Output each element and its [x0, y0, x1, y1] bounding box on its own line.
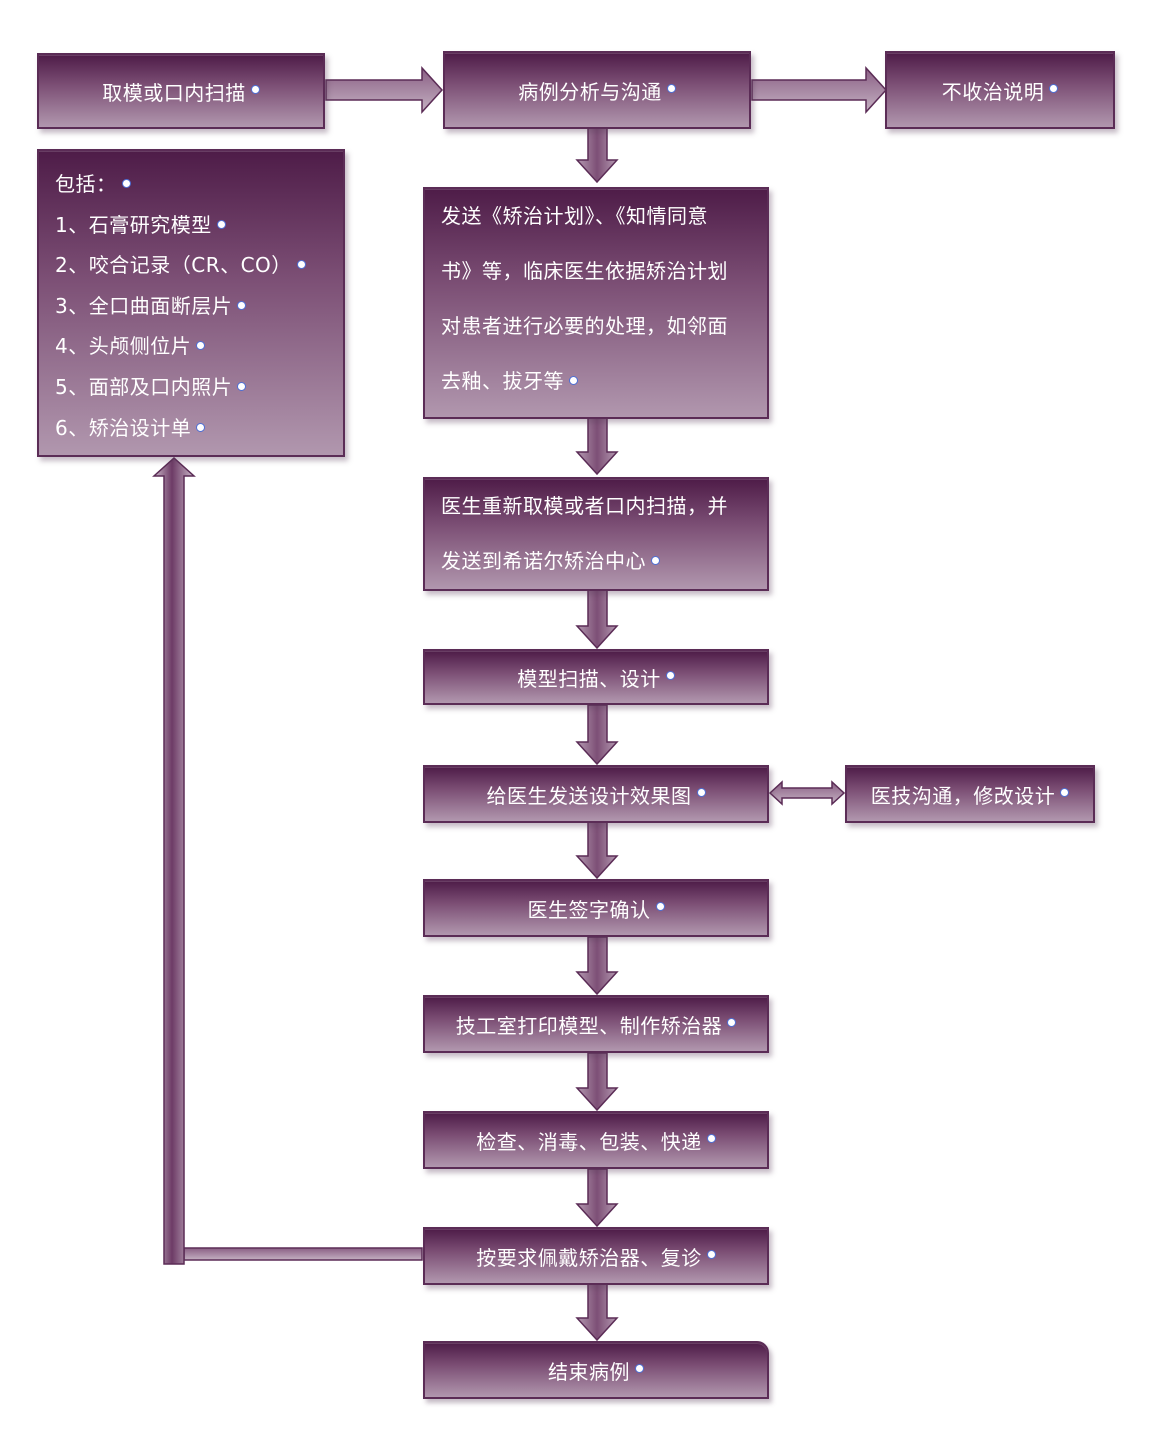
- paragraph-mark-icon: [706, 1133, 716, 1143]
- paragraph-mark-icon: [1049, 83, 1059, 93]
- check-pack-box: 检查、消毒、包装、快递: [423, 1111, 769, 1169]
- retake-line: 医生重新取模或者口内扫描，并: [441, 494, 728, 518]
- arrow-wear-to-end: [575, 1283, 619, 1342]
- send-plan-box: 发送《矫治计划》、《知情同意 书》等，临床医生依据矫治计划 对患者进行必要的处理…: [423, 187, 769, 419]
- arrow-scan-to-senddesign: [575, 704, 619, 766]
- check-pack-label: 检查、消毒、包装、快递: [476, 1129, 702, 1154]
- arrow-print-to-check: [575, 1052, 619, 1112]
- take-model-label: 取模或口内扫描: [102, 80, 246, 105]
- take-model-box: 取模或口内扫描: [37, 53, 325, 129]
- paragraph-mark-icon: [237, 381, 247, 391]
- send-plan-line: 发送《矫治计划》、《知情同意: [441, 204, 708, 228]
- no-treatment-box: 不收治说明: [885, 51, 1115, 129]
- retake-line: 发送到希诺尔矫治中心: [441, 546, 751, 601]
- includes-box: 包括： 1、石膏研究模型 2、咬合记录（CR、CO） 3、全口曲面断层片 4、头…: [37, 149, 345, 457]
- includes-item: 4、头颅侧位片: [55, 329, 327, 370]
- paragraph-mark-icon: [665, 670, 675, 680]
- doctor-sign-box: 医生签字确认: [423, 879, 769, 937]
- arrow-senddesign-to-sign: [575, 821, 619, 880]
- arrow-analysis-to-notreat: [751, 66, 888, 114]
- includes-item: 5、面部及口内照片: [55, 370, 327, 411]
- tech-comm-label: 医技沟通，修改设计: [870, 783, 1056, 808]
- paragraph-mark-icon: [727, 1017, 737, 1027]
- wear-followup-label: 按要求佩戴矫治器、复诊: [476, 1245, 702, 1270]
- wear-followup-box: 按要求佩戴矫治器、复诊: [423, 1227, 769, 1285]
- end-case-box: 结束病例: [423, 1341, 769, 1399]
- includes-title: 包括：: [55, 167, 327, 208]
- arrow-feedback-horizontal: [183, 1247, 423, 1261]
- arrow-design-comm-bidirectional: [768, 780, 846, 806]
- case-analysis-box: 病例分析与沟通: [443, 51, 751, 129]
- arrow-analysis-to-plan: [575, 127, 619, 184]
- includes-item: 1、石膏研究模型: [55, 208, 327, 249]
- paragraph-mark-icon: [651, 556, 660, 565]
- doctor-sign-label: 医生签字确认: [527, 897, 651, 922]
- paragraph-mark-icon: [216, 219, 226, 229]
- print-make-box: 技工室打印模型、制作矫治器: [423, 995, 769, 1053]
- scan-design-label: 模型扫描、设计: [517, 666, 661, 691]
- includes-item: 2、咬合记录（CR、CO）: [55, 248, 327, 289]
- arrow-check-to-wear: [575, 1168, 619, 1228]
- paragraph-mark-icon: [666, 83, 676, 93]
- end-case-label: 结束病例: [548, 1359, 630, 1384]
- case-analysis-label: 病例分析与沟通: [518, 79, 662, 104]
- no-treatment-label: 不收治说明: [941, 79, 1045, 104]
- scan-design-box: 模型扫描、设计: [423, 649, 769, 705]
- paragraph-mark-icon: [696, 787, 706, 797]
- arrow-feedback-vertical: [152, 456, 196, 1265]
- print-make-label: 技工室打印模型、制作矫治器: [455, 1013, 723, 1038]
- paragraph-mark-icon: [196, 341, 206, 351]
- paragraph-mark-icon: [635, 1363, 644, 1373]
- paragraph-mark-icon: [196, 422, 206, 432]
- send-design-label: 给医生发送设计效果图: [486, 783, 692, 808]
- send-design-box: 给医生发送设计效果图: [423, 765, 769, 823]
- paragraph-mark-icon: [121, 179, 131, 188]
- paragraph-mark-icon: [237, 300, 247, 310]
- paragraph-mark-icon: [250, 84, 260, 94]
- paragraph-mark-icon: [569, 376, 578, 385]
- send-plan-line: 对患者进行必要的处理，如邻面: [441, 314, 728, 338]
- paragraph-mark-icon: [296, 260, 306, 270]
- arrow-sign-to-print: [575, 936, 619, 996]
- arrow-take-to-analysis: [325, 66, 444, 114]
- tech-comm-box: 医技沟通，修改设计: [845, 765, 1095, 823]
- arrow-retake-to-scan: [575, 589, 619, 650]
- paragraph-mark-icon: [706, 1249, 716, 1259]
- paragraph-mark-icon: [655, 901, 665, 911]
- arrow-plan-to-retake: [575, 417, 619, 476]
- paragraph-mark-icon: [1060, 787, 1070, 797]
- send-plan-line: 去釉、拔牙等: [441, 366, 751, 421]
- includes-item: 6、矫治设计单: [55, 411, 327, 452]
- send-plan-line: 书》等，临床医生依据矫治计划: [441, 259, 728, 283]
- includes-item: 3、全口曲面断层片: [55, 289, 327, 330]
- retake-box: 医生重新取模或者口内扫描，并 发送到希诺尔矫治中心: [423, 477, 769, 591]
